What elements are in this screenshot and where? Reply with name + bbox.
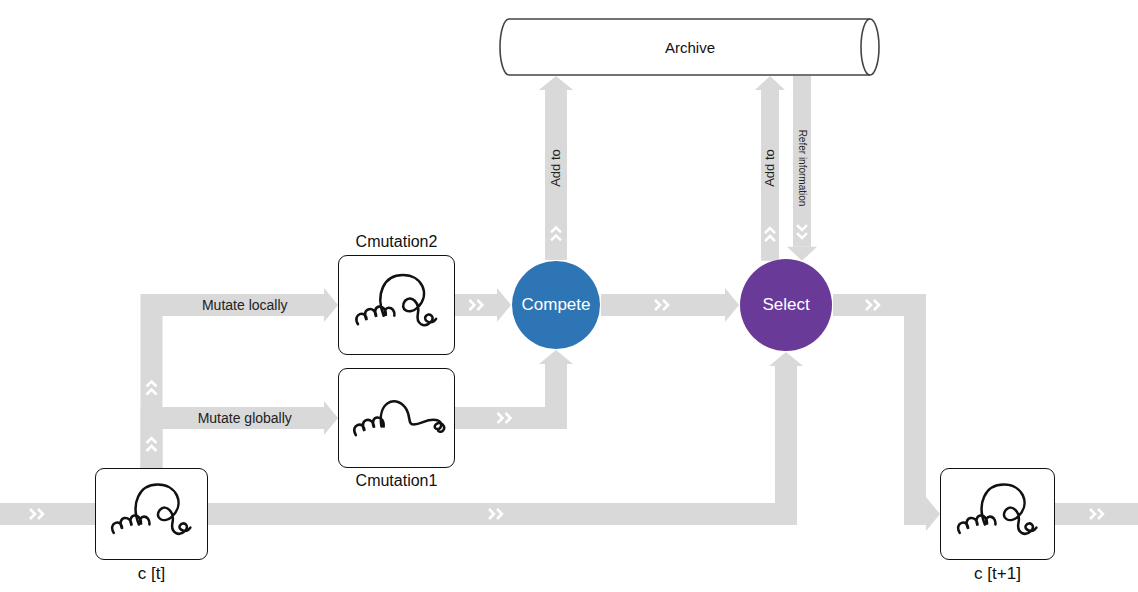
candidate-curve	[356, 275, 436, 325]
flow-chevrons	[489, 509, 502, 519]
flow-label: Mutate locally	[199, 297, 291, 313]
flow-band	[601, 288, 739, 322]
output-band	[1054, 503, 1138, 525]
flow-chevrons	[797, 225, 807, 238]
candidate-label: Cmutation1	[356, 472, 438, 490]
arrow-head	[539, 350, 573, 364]
archive-cylinder: Archive	[500, 18, 880, 76]
arrow-head	[755, 76, 785, 90]
flow-band	[833, 300, 940, 531]
flow-label: Add to	[549, 146, 564, 190]
flow-band	[208, 352, 803, 519]
arrow-head	[497, 288, 511, 322]
flow-band	[787, 76, 817, 261]
flow-label: Add to	[763, 147, 778, 191]
flow-chevrons	[30, 509, 43, 519]
flow-band-body	[545, 90, 567, 260]
candidate-curve	[354, 401, 444, 435]
node-label: Select	[762, 295, 809, 315]
flow-band-body	[833, 305, 926, 514]
flow-label: Mutate globally	[195, 410, 295, 426]
flow-band	[455, 288, 511, 322]
input-band	[0, 503, 96, 525]
flow-chevrons	[498, 413, 511, 423]
flow-band-body	[208, 366, 786, 514]
arrow-head	[324, 401, 338, 435]
compete-circle: Compete	[511, 260, 601, 350]
flow-band	[455, 350, 573, 423]
flow-chevrons	[1090, 509, 1103, 519]
flow-chevrons	[147, 438, 157, 451]
flow-band-body	[761, 90, 779, 261]
flow-band	[147, 288, 339, 468]
candidate-curve	[112, 485, 190, 534]
candidate-box: c [t+1]	[940, 468, 1055, 560]
flow-band-body	[793, 76, 811, 247]
flow-band-body	[601, 294, 725, 316]
candidate-box: Cmutation1	[338, 368, 455, 468]
candidate-label: c [t+1]	[974, 564, 1021, 584]
arrow-head	[769, 352, 803, 366]
arrow-head	[324, 288, 338, 322]
flow-label: Refer information	[796, 127, 808, 210]
arrow-head	[539, 76, 573, 90]
candidate-box: c [t]	[95, 468, 208, 560]
flow-band	[755, 76, 785, 261]
flow-band-body	[152, 305, 325, 468]
flow-band	[147, 401, 339, 468]
candidate-box: Cmutation2	[338, 255, 455, 355]
flow-chevrons	[551, 227, 561, 240]
select-circle: Select	[739, 258, 833, 352]
candidate-label: c [t]	[138, 564, 165, 584]
flow-chevrons	[655, 300, 668, 310]
node-label: Compete	[522, 295, 591, 315]
flow-chevrons	[147, 382, 157, 395]
flow-chevrons	[469, 300, 482, 310]
arrow-head	[787, 247, 817, 261]
flow-band-body	[455, 294, 497, 316]
flow-chevrons	[765, 228, 775, 241]
candidate-curve	[958, 485, 1036, 534]
arrow-head	[725, 288, 739, 322]
arrow-head	[926, 497, 940, 531]
flow-chevrons	[866, 300, 879, 310]
flow-band-body	[455, 364, 556, 418]
node-label: Archive	[665, 39, 715, 56]
flow-band	[539, 76, 573, 260]
candidate-label: Cmutation2	[356, 233, 438, 251]
